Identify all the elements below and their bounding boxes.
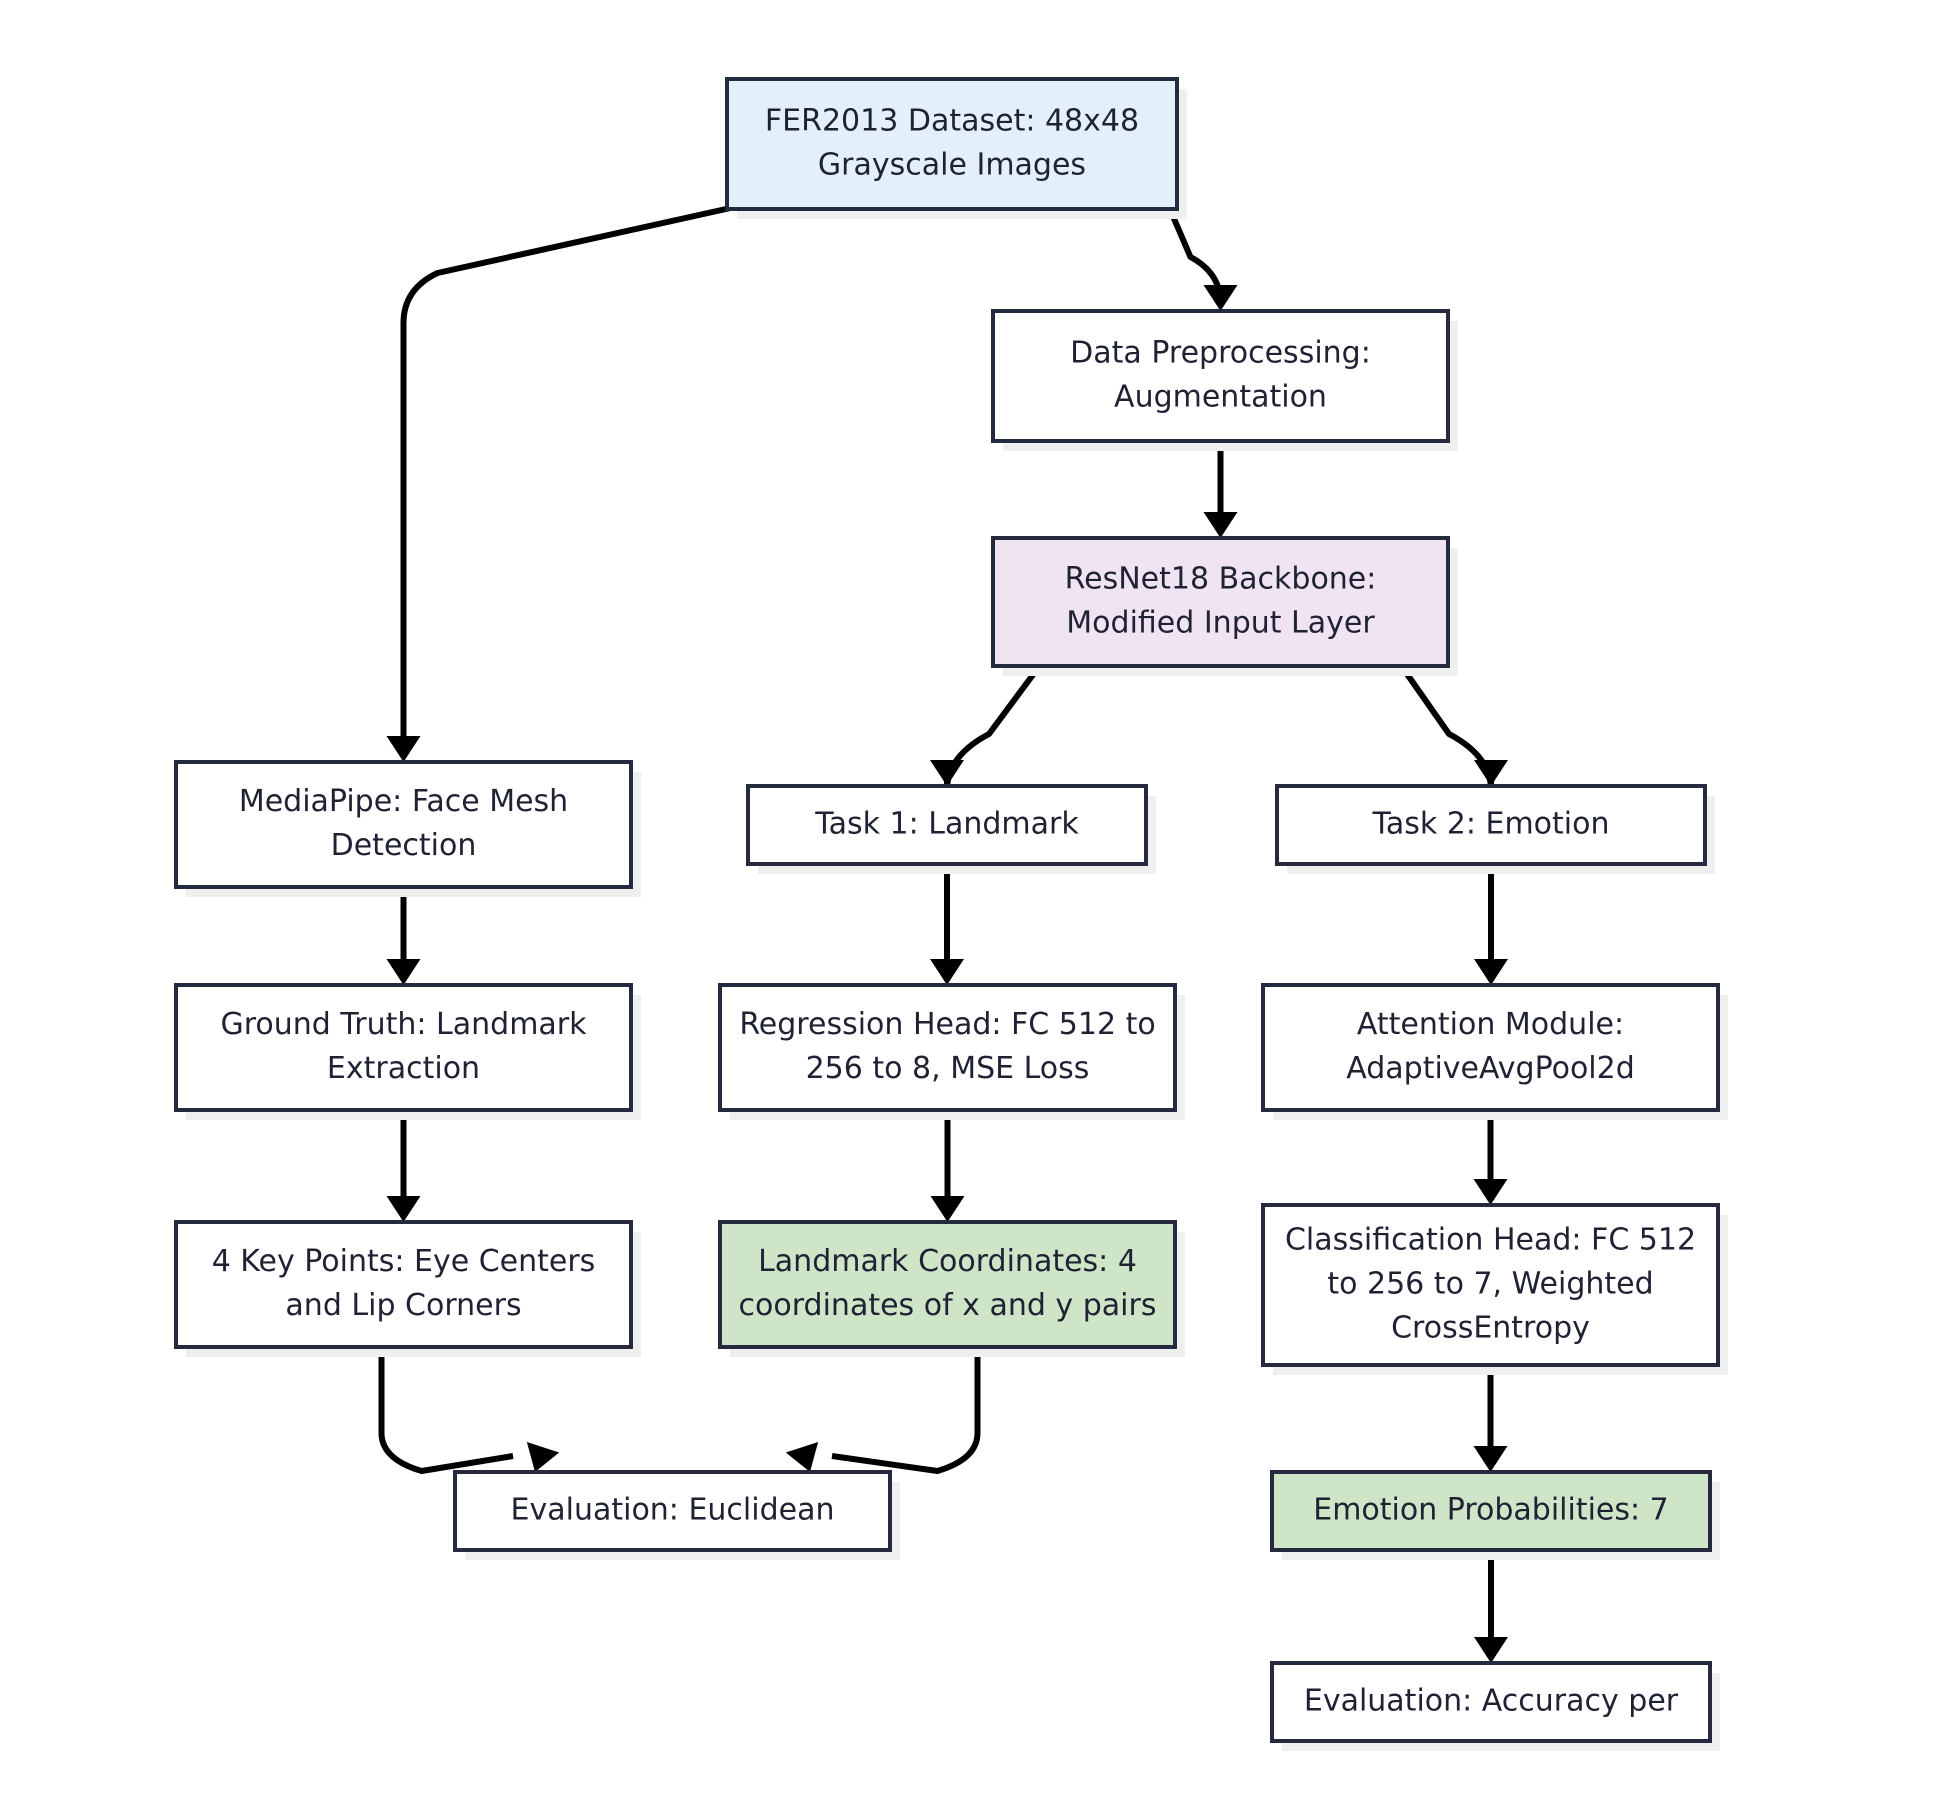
arrowhead (930, 959, 964, 985)
flow-node-resnet18[interactable]: ResNet18 Backbone:Modified Input Layer (991, 536, 1458, 676)
arrowhead (386, 736, 421, 762)
edge-preprocessing-to-resnet18 (1203, 441, 1238, 538)
flow-node-emotionprob[interactable]: Emotion Probabilities: 7 (1270, 1470, 1720, 1560)
arrowhead (1203, 285, 1238, 311)
arrowhead (386, 1196, 421, 1222)
node-box[interactable] (746, 784, 1148, 866)
node-box[interactable] (1261, 1203, 1720, 1367)
flow-node-evaleuclidean[interactable]: Evaluation: Euclidean (453, 1470, 900, 1560)
edge-line (378, 1345, 514, 1474)
edge-attention-to-classification (1473, 1110, 1508, 1205)
arrowhead (386, 959, 421, 985)
arrowhead (930, 1196, 965, 1222)
node-box[interactable] (453, 1470, 892, 1552)
edge-groundtruth-to-keypoints (386, 1110, 421, 1222)
edge-resnet18-to-task2 (1397, 662, 1508, 793)
arrowhead (1473, 1446, 1508, 1472)
node-box[interactable] (725, 77, 1179, 211)
edge-fer2013-to-preprocessing (1166, 205, 1238, 311)
edge-mediapipe-to-groundtruth (386, 887, 421, 985)
flow-node-preprocessing[interactable]: Data Preprocessing:Augmentation (991, 309, 1458, 451)
arrowhead (1474, 959, 1508, 985)
arrowhead (1474, 1637, 1508, 1663)
edge-line (831, 1345, 981, 1474)
node-box[interactable] (174, 760, 633, 889)
node-box[interactable] (1270, 1470, 1712, 1552)
edge-landmarkcoords-to-evaleuclidean (785, 1345, 981, 1474)
arrowhead (1203, 512, 1238, 538)
node-box[interactable] (1270, 1661, 1712, 1743)
edge-resnet18-to-task1 (930, 662, 1044, 793)
edge-fer2013-to-mediapipe (386, 204, 736, 762)
arrowhead (785, 1442, 819, 1472)
node-box[interactable] (991, 536, 1450, 668)
flow-node-task2[interactable]: Task 2: Emotion (1275, 784, 1715, 874)
arrowhead (930, 760, 964, 786)
edge-classification-to-emotionprob (1473, 1365, 1508, 1472)
flow-node-task1[interactable]: Task 1: Landmark (746, 784, 1156, 874)
node-box[interactable] (991, 309, 1450, 443)
edge-keypoints-to-evaleuclidean (378, 1345, 560, 1474)
edge-regression-to-landmarkcoords (930, 1110, 965, 1222)
node-box[interactable] (174, 983, 633, 1112)
edge-task2-to-attention (1474, 864, 1508, 985)
flow-node-evalaccuracy[interactable]: Evaluation: Accuracy per (1270, 1661, 1720, 1751)
node-box[interactable] (174, 1220, 633, 1349)
arrowhead (1474, 760, 1508, 786)
arrowhead (526, 1442, 560, 1472)
node-box[interactable] (718, 983, 1177, 1112)
node-box[interactable] (718, 1220, 1177, 1349)
edge-layer (378, 204, 1508, 1663)
node-box[interactable] (1275, 784, 1707, 866)
edge-line (1397, 662, 1494, 793)
flow-node-attention[interactable]: Attention Module:AdaptiveAvgPool2d (1261, 983, 1728, 1120)
node-box[interactable] (1261, 983, 1720, 1112)
arrowhead (1473, 1179, 1508, 1205)
edge-line (944, 662, 1044, 793)
edge-task1-to-regression (930, 864, 964, 985)
edge-line (400, 204, 736, 738)
edge-emotionprob-to-evalaccuracy (1474, 1550, 1508, 1663)
